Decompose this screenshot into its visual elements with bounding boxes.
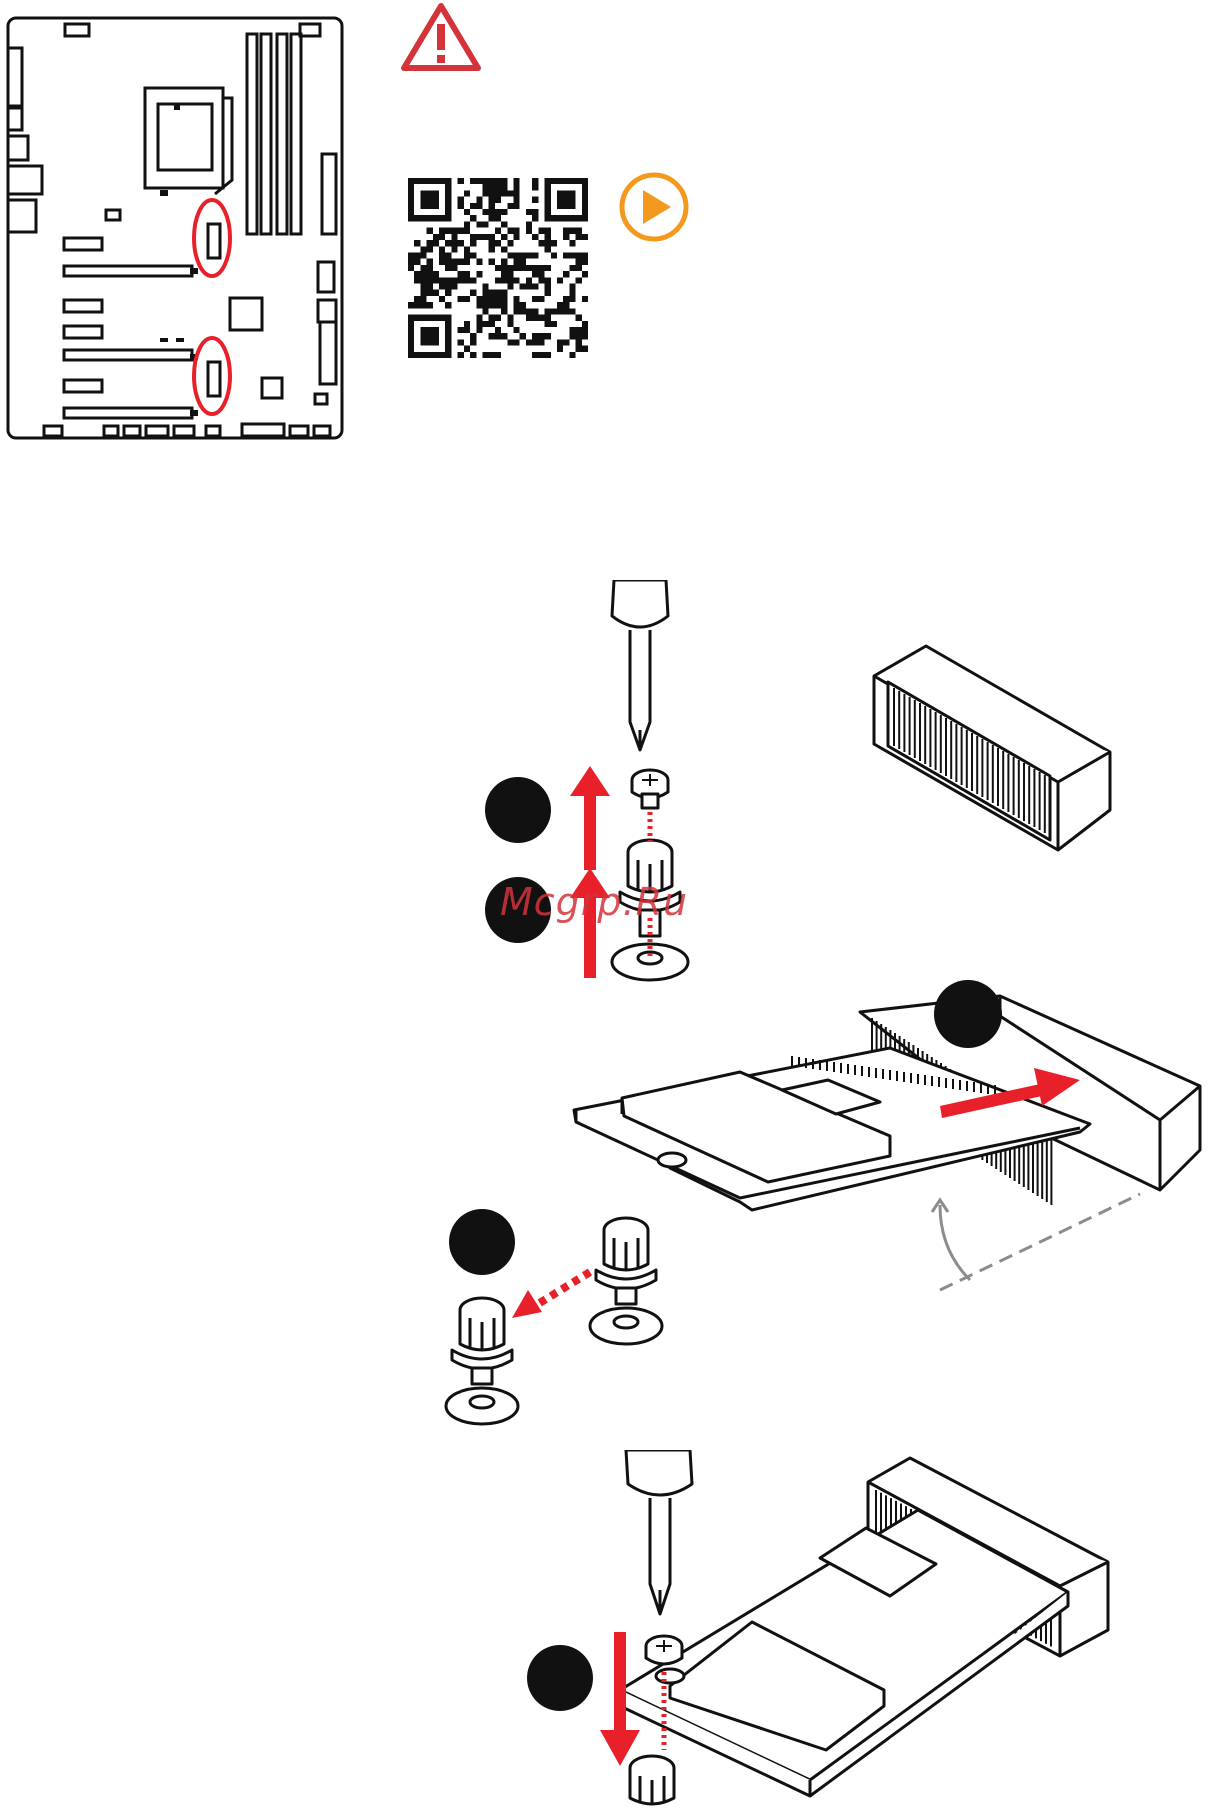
step-remove-screw-standoff-illustration xyxy=(470,580,730,1000)
step-marker-4 xyxy=(934,980,1002,1048)
m2-connector-illustration xyxy=(860,640,1120,870)
step-marker-1 xyxy=(485,777,551,843)
step-marker-5 xyxy=(527,1645,593,1711)
warning-triangle-icon xyxy=(398,0,484,74)
play-circle-icon[interactable] xyxy=(617,170,691,244)
qr-code-icon xyxy=(408,178,588,358)
screwdriver-handle xyxy=(612,580,668,627)
step-marker-3 xyxy=(449,1209,515,1275)
m2-slot-2-highlight xyxy=(194,338,230,414)
motherboard-layout-diagram xyxy=(0,10,350,450)
step-relocate-standoff-illustration xyxy=(430,1200,690,1440)
m2-slot-1-highlight xyxy=(194,200,230,276)
watermark-text: Mcgrp.Ru xyxy=(500,880,688,924)
step-fasten-screw-illustration xyxy=(520,1450,1120,1813)
